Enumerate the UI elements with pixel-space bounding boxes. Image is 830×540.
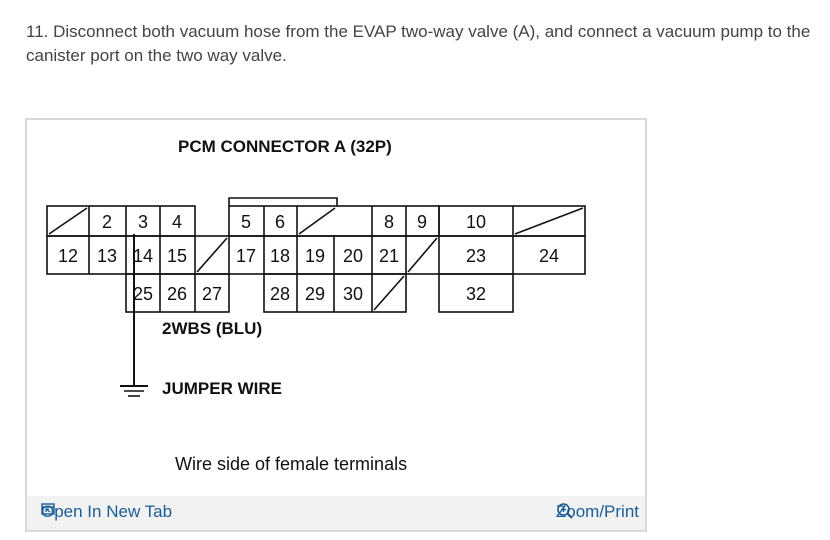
pin-32: 32 [466,284,486,304]
pin-4: 4 [172,212,182,232]
pin-14: 14 [133,246,153,266]
pin-2: 2 [102,212,112,232]
wire-label: 2WBS (BLU) [162,319,262,338]
pin-28: 28 [270,284,290,304]
pin-29: 29 [305,284,325,304]
pin-15: 15 [167,246,187,266]
pin-3: 3 [138,212,148,232]
pin-17: 17 [236,246,256,266]
figure-footer: Open In New Tab Zoom/Print [27,496,645,530]
pin-27: 27 [202,284,222,304]
pin-8: 8 [384,212,394,232]
connector-title: PCM CONNECTOR A (32P) [178,137,392,156]
row1-right-block [438,205,586,237]
pin-19: 19 [305,246,325,266]
pin-5: 5 [241,212,251,232]
pin-23: 23 [466,246,486,266]
pin-9: 9 [417,212,427,232]
pin-12: 12 [58,246,78,266]
connector-diagram: 2 3 4 5 6 8 9 10 12 13 14 15 17 18 19 20… [46,137,586,474]
diagram-caption: Wire side of female terminals [175,454,407,474]
row1-mid-block [228,205,440,237]
pin-25: 25 [133,284,153,304]
row3-mid-block [263,273,407,313]
open-in-new-tab-link[interactable]: Open In New Tab [41,502,172,522]
pin-26: 26 [167,284,187,304]
pin-10: 10 [466,212,486,232]
diagram-figure: 2 3 4 5 6 8 9 10 12 13 14 15 17 18 19 20… [25,118,647,532]
pin-18: 18 [270,246,290,266]
zoom-print-link[interactable]: Zoom/Print [556,502,639,522]
instruction-text: 11. Disconnect both vacuum hose from the… [26,22,811,65]
zoom-print-label: Zoom/Print [555,502,639,521]
jumper-wire-label: JUMPER WIRE [162,379,282,398]
pin-24: 24 [539,246,559,266]
pin-13: 13 [97,246,117,266]
row3-left-block [125,273,230,313]
row3-right-block [438,273,514,313]
open-in-new-tab-label: Open In New Tab [41,502,173,521]
pin-6: 6 [275,212,285,232]
pin-30: 30 [343,284,363,304]
new-tab-icon [41,503,55,515]
zoom-in-icon [557,503,573,519]
pin-21: 21 [379,246,399,266]
pin-20: 20 [343,246,363,266]
connector-tab [228,197,338,206]
